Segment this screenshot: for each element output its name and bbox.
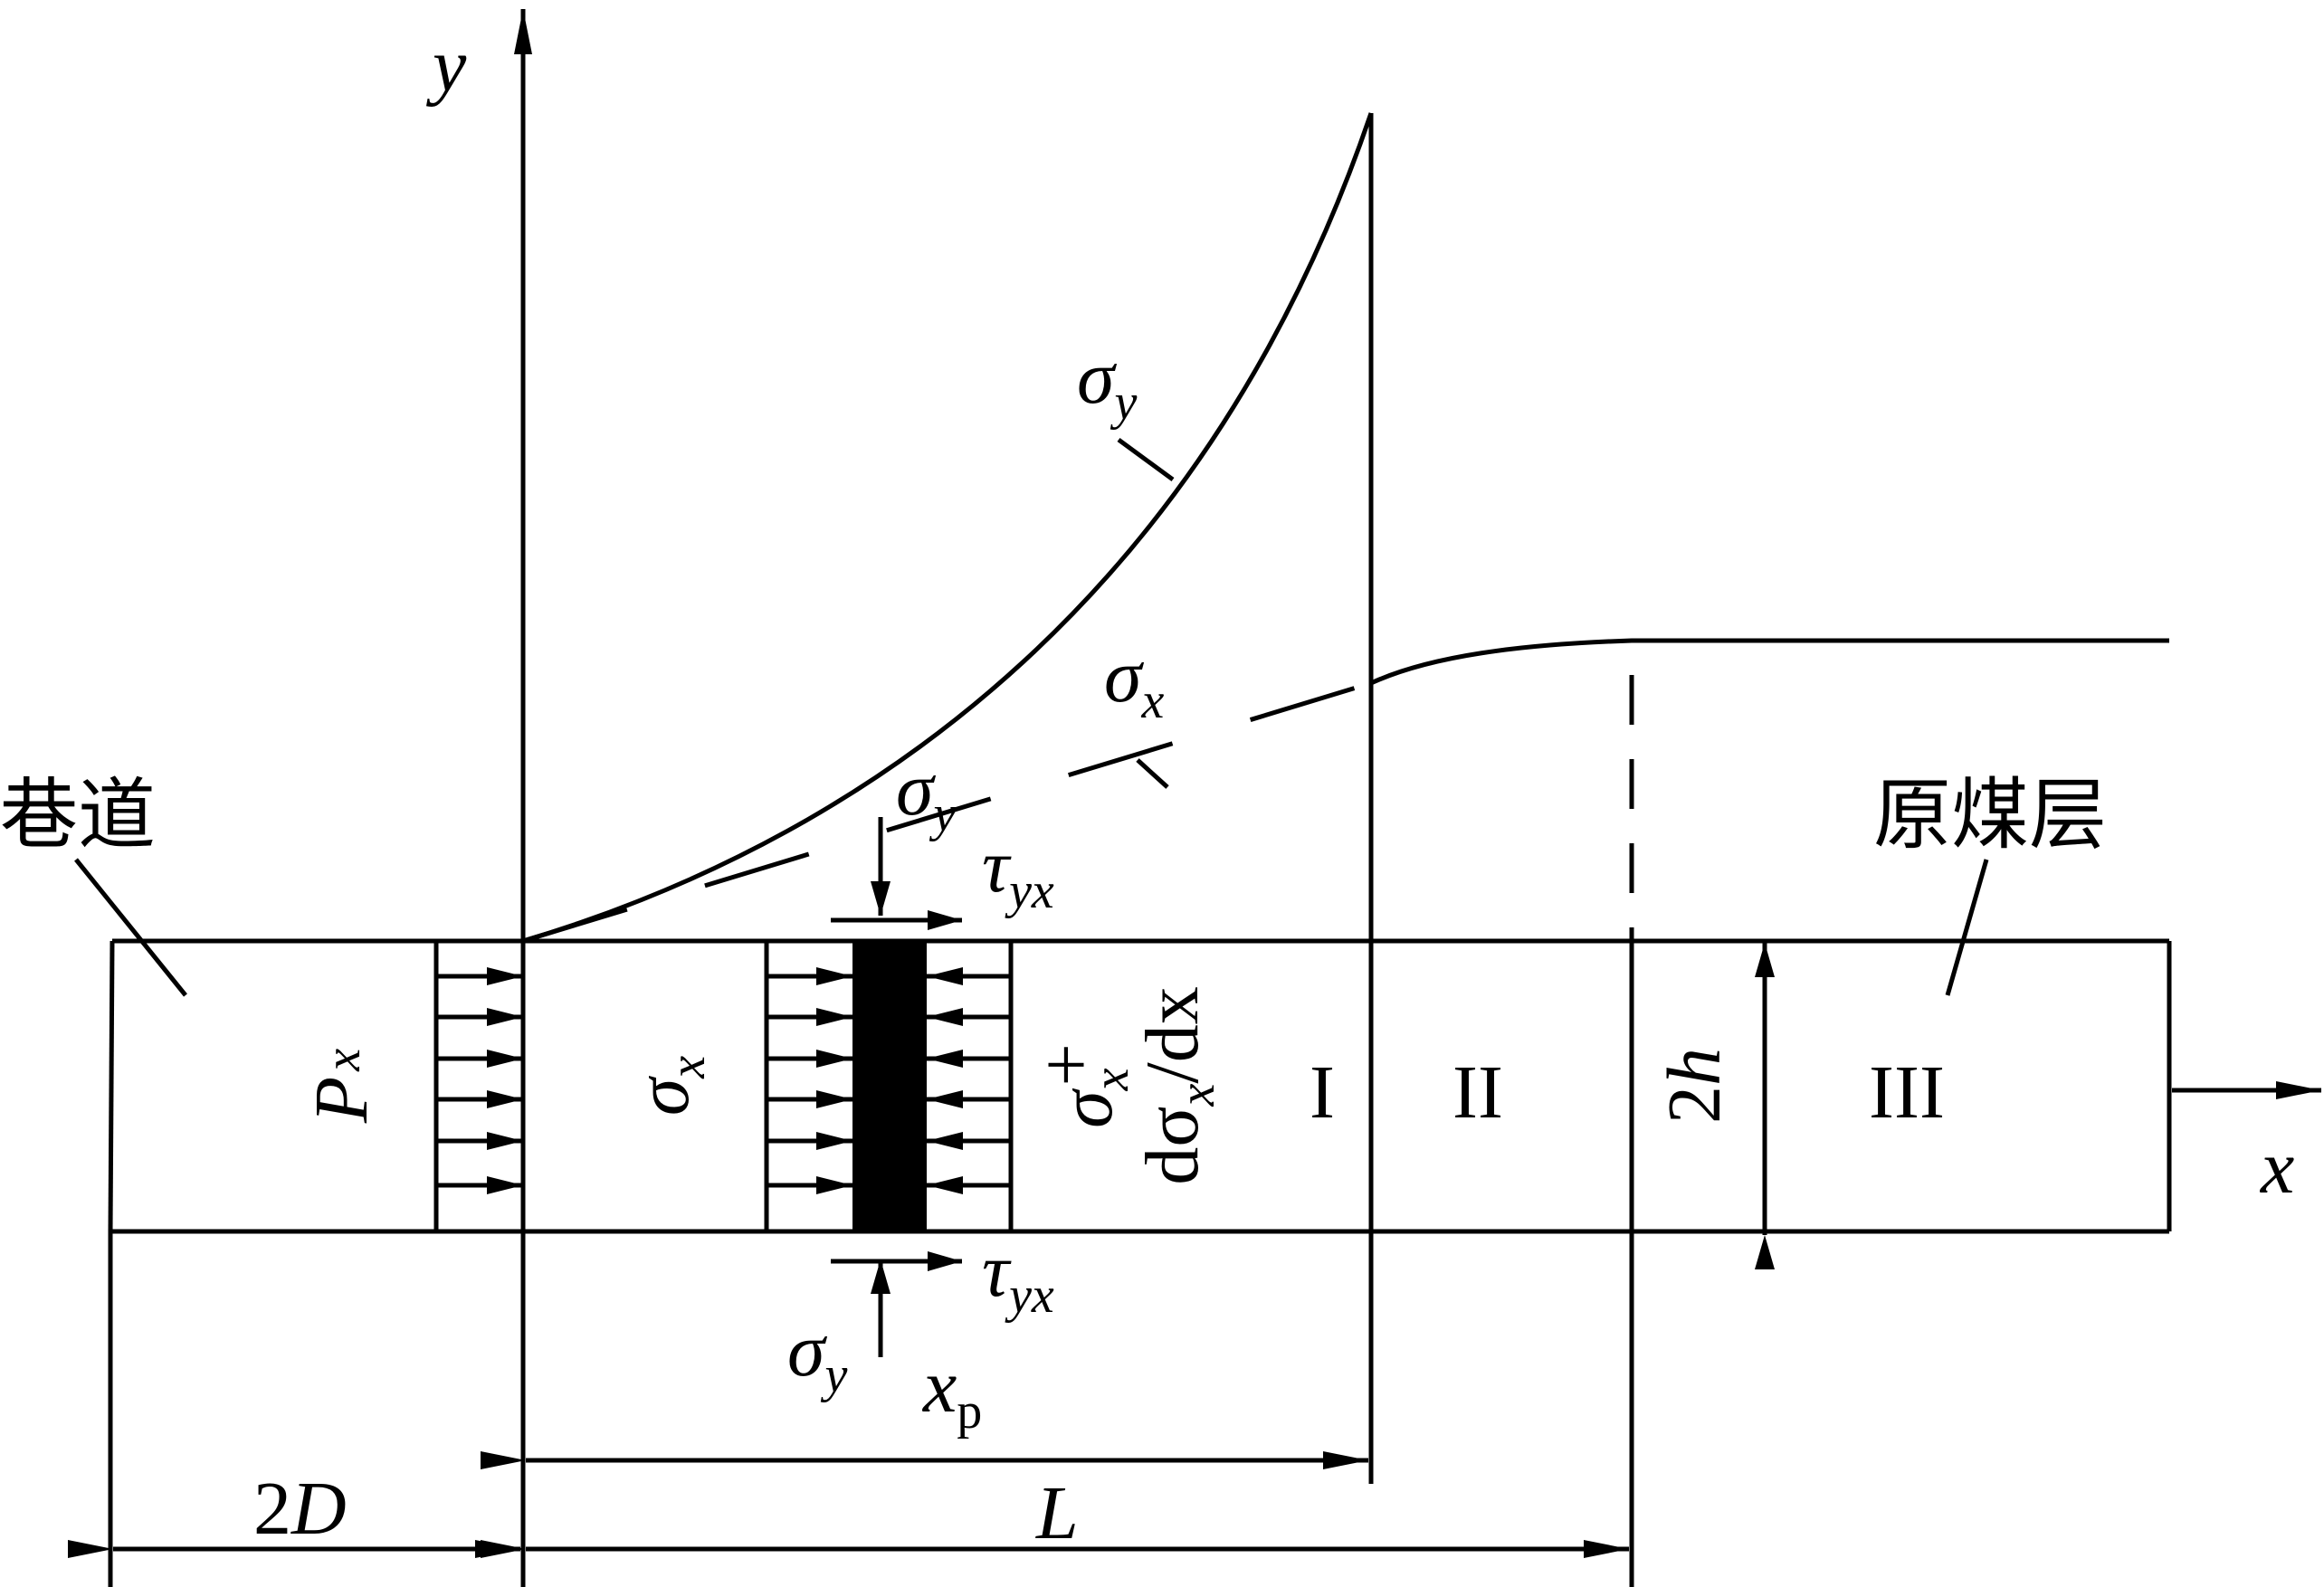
- seam-left-edge: [108, 940, 115, 1232]
- d-sigma-x-dx-label: dσx/dx: [1130, 986, 1225, 1184]
- zone-2-label: II: [1452, 1050, 1503, 1135]
- y-axis-label: y: [425, 24, 467, 108]
- sigma-y-curve: [522, 112, 1374, 944]
- tau-bottom-label: τyx: [982, 1229, 1054, 1324]
- sigma-x-curve: [1369, 638, 2169, 686]
- sigma-x-seam-label: σx: [621, 1056, 716, 1116]
- element-right-arrows: [927, 967, 1011, 1194]
- height-label: 2h: [1653, 1048, 1737, 1124]
- width-label: 2D: [253, 1467, 347, 1551]
- diagram-lines: [68, 9, 2321, 1587]
- roadway-label: 巷道: [0, 770, 156, 860]
- tau-top-label: τyx: [982, 824, 1054, 919]
- sigma-y-leader: [1117, 437, 1175, 482]
- zone-3-label: III: [1869, 1050, 1945, 1135]
- sigma-x-dashed: [522, 680, 1372, 944]
- support-pressure-arrows: [436, 967, 523, 1194]
- coal-seam-leader: [1945, 859, 1989, 996]
- length-label: L: [1035, 1471, 1079, 1555]
- stress-element: [852, 941, 927, 1231]
- xp-label: xp: [921, 1345, 982, 1440]
- sigma-x-curve-label: σx: [1104, 634, 1164, 729]
- sigma-y-bottom-label: σy: [787, 1308, 847, 1403]
- zone-1-label: I: [1310, 1050, 1335, 1135]
- x-axis-label: x: [2259, 1126, 2294, 1210]
- sigma-x-plus-label: σx+: [1024, 1043, 1139, 1128]
- element-left-arrows: [767, 967, 852, 1194]
- roadway-leader: [74, 858, 187, 997]
- support-pressure-label: Px: [300, 1049, 384, 1124]
- sigma-y-curve-label: σy: [1077, 336, 1137, 431]
- coal-seam-label: 原煤层: [1873, 770, 2107, 860]
- sigma-x-leader: [1136, 758, 1169, 789]
- diagram-labels: y x σy σx σy τyx τyx σy xp 巷道 原煤层 I II I…: [0, 24, 2294, 1555]
- sigma-y-top-label: σy: [896, 747, 956, 842]
